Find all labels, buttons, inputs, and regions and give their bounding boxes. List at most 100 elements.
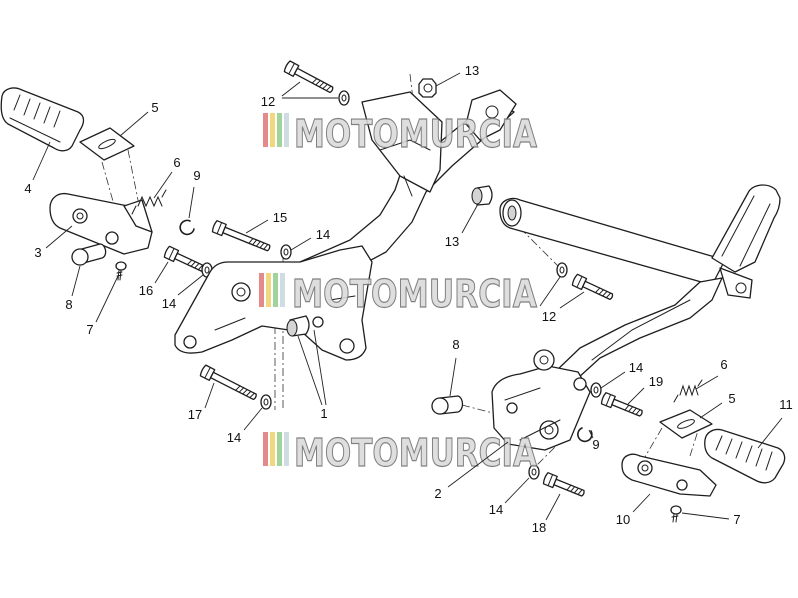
bolt-19	[599, 391, 645, 420]
bolt-15	[210, 219, 273, 255]
leader-line	[313, 329, 327, 406]
leader-line	[504, 477, 530, 504]
callout-8: 8	[452, 337, 459, 352]
rubber-ridges	[715, 435, 773, 471]
leader-line	[45, 225, 73, 249]
bolt-12	[282, 59, 336, 97]
bracket-body	[621, 453, 717, 497]
bracket-tab	[123, 199, 153, 233]
leader-line	[627, 387, 645, 405]
leader-line	[461, 203, 479, 234]
bracket-hole	[312, 316, 324, 328]
bracket-hole-inner	[641, 464, 649, 472]
callout-15: 15	[273, 210, 287, 225]
bracket-hole	[539, 420, 559, 440]
callout-labels: 5 4 6 9 3 8 7 16 14 15 14 12 13 13 12 17…	[24, 63, 792, 535]
watermark-logo: MOTOMURCIA	[259, 271, 538, 317]
washer-12	[556, 262, 568, 278]
callout-19: 19	[649, 374, 663, 389]
bracket-arm-edge	[591, 299, 691, 361]
bracket-hole	[506, 402, 518, 414]
leader-line	[154, 261, 169, 284]
pivot-boss-bore	[539, 355, 549, 365]
leader-line	[71, 265, 81, 297]
bracket-detail	[504, 387, 561, 441]
leader-line	[559, 291, 585, 309]
pivot-boss	[533, 349, 555, 371]
bracket-hole	[231, 282, 251, 302]
leader-line	[699, 402, 723, 419]
bracket-hole	[105, 231, 119, 245]
callout-14: 14	[227, 430, 241, 445]
circlip-left	[179, 219, 195, 236]
callout-18: 18	[532, 520, 546, 535]
washer-14	[590, 382, 602, 398]
washer-14	[260, 394, 272, 410]
screw-left	[115, 261, 127, 281]
right-footrest-bracket	[491, 184, 781, 451]
leader-line	[447, 441, 509, 488]
bracket-hole-inner	[76, 212, 84, 220]
rubber-ridges	[9, 94, 61, 143]
watermark-text: MOTOMURCIA	[294, 431, 537, 475]
spring-coil	[131, 189, 167, 215]
callout-11: 11	[779, 397, 793, 412]
leader-line	[153, 171, 173, 199]
circlip-right	[577, 427, 593, 443]
axis-line	[127, 149, 141, 211]
leader-line	[32, 141, 51, 181]
bracket-top-lug	[465, 89, 517, 141]
callout-14: 14	[162, 296, 176, 311]
bracket-plate	[491, 365, 591, 451]
footpeg-rubber-left	[0, 87, 85, 152]
leader-line	[297, 335, 323, 406]
callout-8: 8	[65, 297, 72, 312]
leader-line	[177, 274, 204, 296]
plate-body	[659, 409, 713, 439]
plate-slot	[98, 138, 116, 150]
leader-line	[588, 429, 594, 439]
screw-head	[670, 505, 682, 515]
bracket-hole	[72, 208, 88, 224]
callout-17: 17	[188, 407, 202, 422]
bolt-17	[198, 364, 260, 404]
watermark-bar	[284, 432, 289, 466]
bracket-hole	[573, 377, 587, 391]
screw-head	[115, 261, 127, 271]
spring-left	[131, 189, 167, 215]
leader-line	[449, 357, 457, 397]
bracket-hole	[485, 105, 499, 119]
watermark-bar	[263, 432, 268, 466]
screw-shaft	[116, 269, 123, 281]
callout-2: 2	[434, 486, 441, 501]
leader-line	[435, 72, 461, 87]
bracket-detail	[214, 295, 356, 331]
leader-line	[600, 371, 626, 389]
pivot-pin-left	[71, 243, 107, 266]
watermark-bar	[284, 113, 289, 147]
watermark-bar	[270, 113, 275, 147]
bracket-hole-inner	[236, 287, 246, 297]
heel-guard	[711, 184, 781, 273]
watermark-bar	[277, 113, 282, 147]
watermark-bar	[259, 273, 264, 307]
footpeg-bracket-right	[621, 453, 717, 497]
pivot-pin-right	[431, 395, 464, 415]
bracket-hole	[183, 335, 197, 349]
bracket-lower-arm	[554, 277, 723, 379]
bracket-tube	[499, 197, 726, 286]
washer-14	[280, 244, 292, 260]
callout-13: 13	[465, 63, 479, 78]
footpeg-rubber-right	[704, 428, 786, 484]
leader-line	[245, 219, 269, 234]
bracket-tab	[719, 267, 753, 299]
bolt-12	[570, 273, 616, 304]
screw-right	[670, 505, 682, 523]
axis-line	[519, 227, 561, 269]
leader-line	[695, 375, 719, 390]
leader-line	[95, 275, 119, 323]
axis-line	[641, 427, 663, 463]
leader-line	[119, 111, 149, 137]
watermark-text: MOTOMURCIA	[294, 112, 537, 156]
